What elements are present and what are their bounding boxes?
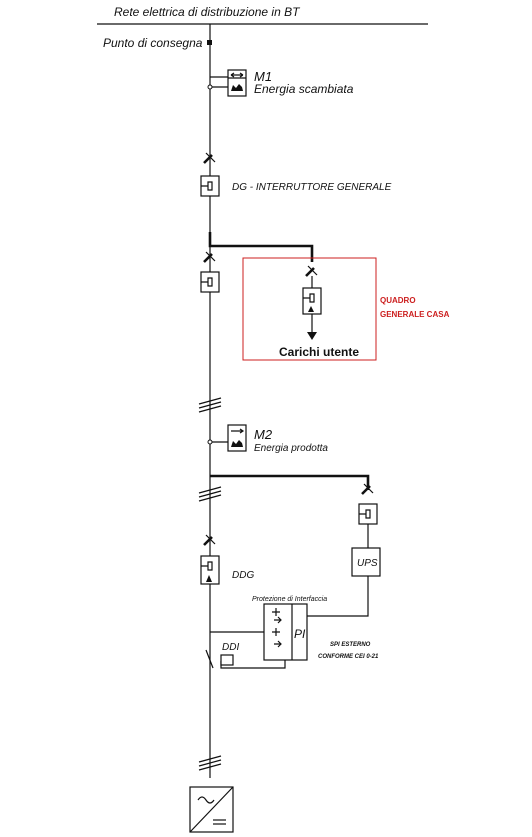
interface-title: Protezione di Interfaccia: [252, 596, 327, 603]
house-loads-label: Carichi utente: [279, 345, 359, 359]
meter-m1-id: M1: [254, 69, 272, 84]
main-breaker-2: [200, 251, 220, 293]
ddg-label: DDG: [232, 570, 254, 581]
house-panel-breaker: [302, 265, 322, 340]
load-arrow-icon: [307, 332, 317, 340]
ddg-breaker: DDG: [200, 534, 254, 585]
house-branch-line: [208, 232, 314, 262]
ddi-switch: DDI: [205, 642, 239, 669]
meter-m2-id: M2: [254, 427, 273, 442]
interface-protection-box: PI: [263, 603, 308, 661]
meter-icon: [231, 440, 243, 447]
house-panel-title-2: GENERALE CASA: [380, 310, 450, 319]
cable-break-1: [198, 397, 222, 413]
grid-label: Rete elettrica di distribuzione in BT: [114, 5, 301, 19]
meter-m2: M2 Energia prodotta: [207, 424, 328, 454]
delivery-point-dot: [207, 40, 212, 45]
inverter-icon: [189, 786, 234, 833]
house-panel-title-1: QUADRO: [380, 296, 416, 305]
interface-code: PI: [294, 627, 306, 641]
dg-label: DG - INTERRUTTORE GENERALE: [232, 182, 392, 193]
house-panel-border: [242, 257, 377, 361]
cable-break-2: [198, 486, 222, 502]
ups-label: UPS: [357, 558, 378, 569]
ups-breaker: UPS: [307, 483, 381, 617]
ddi-label: DDI: [222, 642, 239, 653]
meter-icon: [231, 84, 243, 91]
interface-note-2: CONFORME CEI 0-21: [318, 654, 379, 660]
meter-m1-desc: Energia scambiata: [254, 82, 354, 96]
cable-break-3: [198, 755, 222, 771]
delivery-point-label: Punto di consegna: [103, 36, 203, 50]
ups-branch-line: [210, 474, 370, 490]
meter-m1: M1 Energia scambiata: [207, 69, 354, 97]
meter-m2-desc: Energia prodotta: [254, 443, 328, 454]
interface-note-1: SPI ESTERNO: [330, 642, 371, 648]
dg-breaker: DG - INTERRUTTORE GENERALE: [200, 152, 392, 197]
